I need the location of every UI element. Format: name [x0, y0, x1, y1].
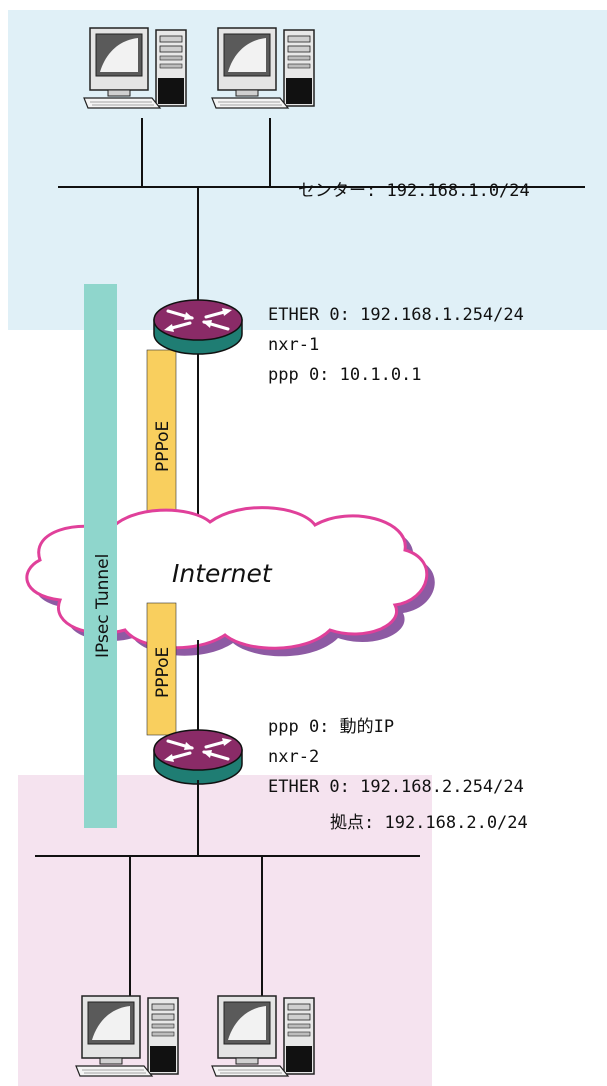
center-network-label: センター: 192.168.1.0/24	[298, 181, 530, 201]
router-1-ether-label: ETHER 0: 192.168.1.254/24	[268, 305, 524, 325]
pppoe-bottom-bar	[146, 602, 177, 736]
router-1-ppp-label: ppp 0: 10.1.0.1	[268, 365, 422, 385]
cloud-icon	[25, 506, 435, 657]
pppoe-top-bar	[146, 349, 177, 537]
pppoe-bottom-label: PPPoE	[153, 647, 173, 698]
ipsec-tunnel-label: IPsec Tunnel	[93, 554, 113, 658]
router-icon	[152, 728, 244, 786]
router-2-ether-label: ETHER 0: 192.168.2.254/24	[268, 777, 524, 797]
internet-label: Internet	[172, 559, 273, 588]
pppoe-top-label: PPPoE	[153, 421, 173, 472]
ipsec-tunnel-bar-overlay	[84, 520, 117, 650]
router-1-name-label: nxr-1	[268, 335, 319, 355]
router-icon	[152, 298, 244, 356]
branch-network-label: 拠点: 192.168.2.0/24	[330, 813, 528, 833]
router-2-ppp-label: ppp 0: 動的IP	[268, 717, 394, 737]
router-2-name-label: nxr-2	[268, 747, 319, 767]
